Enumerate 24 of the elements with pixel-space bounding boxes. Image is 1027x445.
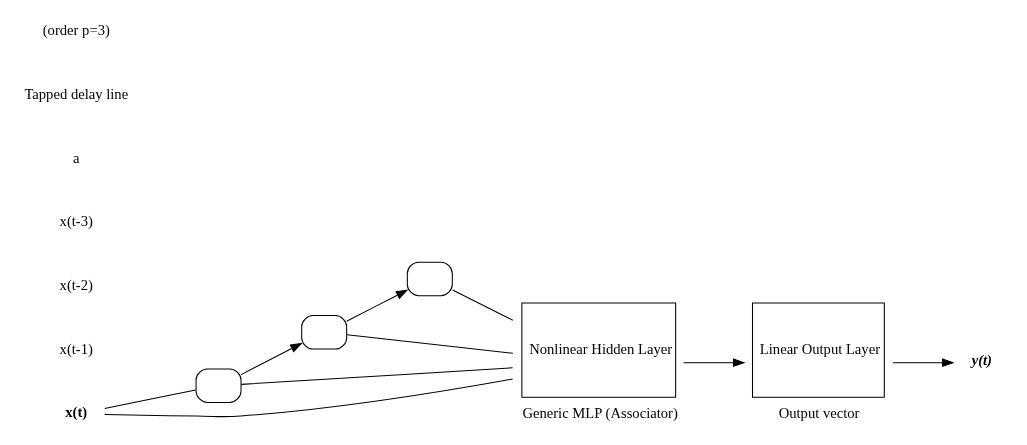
connector	[346, 334, 514, 354]
arrow	[346, 289, 409, 322]
node-box	[301, 315, 348, 350]
node-box	[195, 368, 242, 403]
node-text: y(t)	[971, 352, 992, 369]
connector	[104, 389, 197, 409]
node-label: Output vector	[778, 405, 860, 422]
node-box: Nonlinear Hidden Layer	[521, 302, 677, 398]
connector	[104, 378, 514, 418]
node-box: Linear Output Layer	[752, 302, 885, 398]
arrow	[892, 358, 955, 368]
label: (order p=3)	[42, 21, 110, 38]
connector	[452, 289, 514, 321]
node-box	[406, 261, 453, 297]
node-label: Generic MLP (Associator)	[522, 405, 678, 422]
label: a	[73, 149, 80, 166]
node-text: x(t)	[65, 403, 88, 420]
label: x(t-3)	[59, 213, 93, 230]
label: Tapped delay line	[24, 85, 129, 102]
label: x(t-1)	[59, 340, 93, 357]
connector	[240, 367, 514, 385]
arrow	[240, 342, 303, 376]
arrow	[683, 358, 746, 368]
label: x(t-2)	[59, 277, 93, 294]
